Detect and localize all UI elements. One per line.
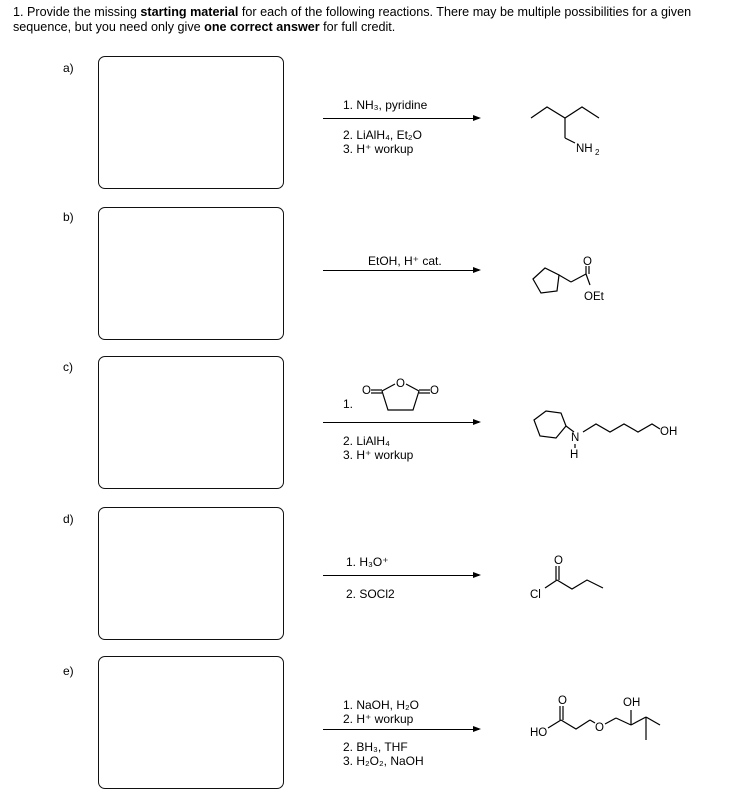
problem-label-c: c) [63,360,73,374]
question-instructions: 1. Provide the missing starting material… [13,5,692,34]
conditions-e-step2: 2. H⁺ workup [343,712,414,726]
conditions-c-step3: 3. H⁺ workup [343,448,414,462]
conditions-c-step1: 1. [343,397,354,411]
conditions-a-step2: 2. LiAlH₄, Et₂O [343,128,422,142]
conditions-b: EtOH, H⁺ cat. [368,254,442,268]
answer-box-b[interactable] [98,207,284,340]
ester-label: OEt [584,291,605,303]
reaction-arrow-e [323,725,481,733]
conditions-a-step3: 3. H⁺ workup [343,142,414,156]
hydroxyl-label-left: HO [530,727,547,739]
hydroxyl-label-right: OH [623,697,640,709]
carbonyl-o-label: O [558,695,567,707]
emphasis-one-correct-answer: one correct answer [204,20,320,34]
conditions-a-step1: 1. NH₃, pyridine [343,98,428,112]
answer-box-a[interactable] [98,56,284,189]
anhydride-o-ring: O [396,378,405,390]
reaction-arrow-d [323,571,481,579]
reaction-arrow-a [323,114,481,122]
reaction-arrow-b [323,266,481,274]
problem-label-b: b) [63,210,74,224]
conditions-d-step1: 1. H₃O⁺ [346,555,389,569]
product-structure-e: HO O O OH [530,695,661,740]
problem-label-e: e) [63,664,74,678]
amine-h-label: H [570,449,578,461]
amine-label: NH [576,143,593,155]
hydroxyl-label: OH [660,426,677,438]
emphasis-starting-material: starting material [140,5,239,19]
conditions-c-step2: 2. LiAlH₄ [343,434,390,448]
conditions-e-step3: 2. BH₃, THF [343,740,408,754]
amine-subscript: 2 [595,148,600,157]
product-structure-b: O OEt [532,256,605,303]
reaction-arrow-c [323,418,481,426]
problem-label-a: a) [63,61,74,75]
anhydride-o-left: O [362,385,371,397]
chloride-label: Cl [530,589,541,601]
carbonyl-o-label: O [554,555,563,567]
anhydride-o-right: O [430,385,439,397]
ether-o-label: O [595,722,604,734]
answer-box-e[interactable] [98,656,284,789]
answer-box-d[interactable] [98,507,284,640]
carbonyl-o-label: O [583,256,592,268]
product-structure-a: NH 2 [530,106,600,157]
product-structure-d: Cl O [530,555,604,601]
amine-n-label: N [571,432,579,444]
product-structure-c: N H OH [533,410,677,461]
conditions-e-step4: 3. H₂O₂, NaOH [343,754,424,768]
problem-label-d: d) [63,512,74,526]
conditions-e-step1: 1. NaOH, H₂O [343,698,420,712]
conditions-d-step2: 2. SOCl2 [346,587,395,601]
answer-box-c[interactable] [98,356,284,489]
reagent-structure-c: O O O [362,378,439,411]
